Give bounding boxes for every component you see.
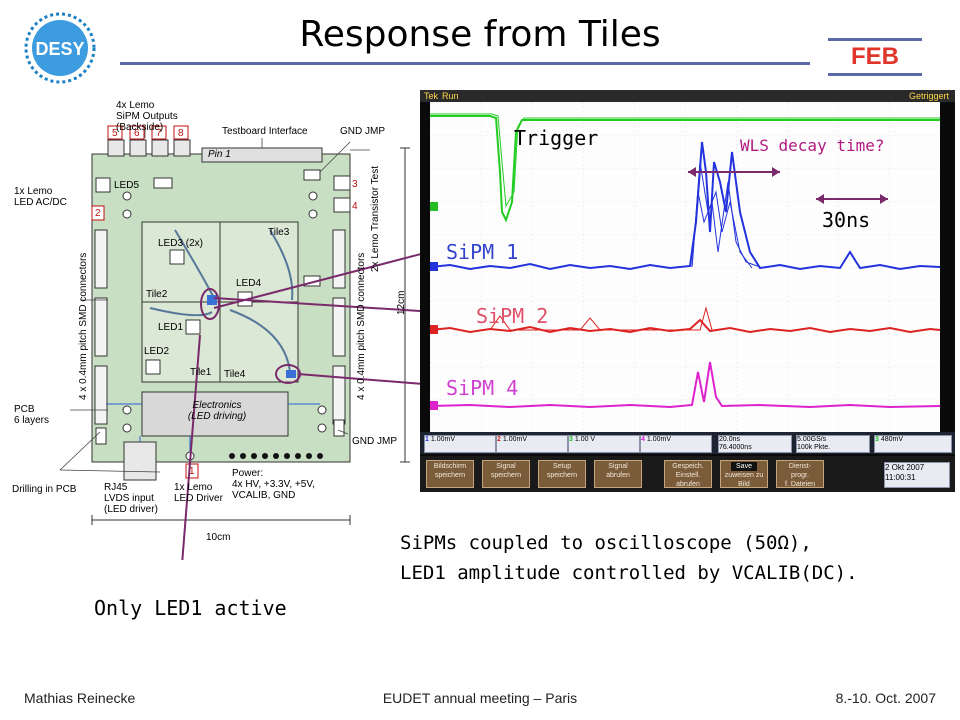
footer-date: 8.-10. Oct. 2007 (835, 690, 936, 706)
lemo-pin-6: 6 (134, 128, 140, 139)
smd-left-label: 4 x 0.4mm pitch SMD connectors (78, 252, 89, 400)
page-title: Response from Tiles (299, 14, 661, 55)
smd-right-label: 4 x 0.4mm pitch SMD connectors (356, 252, 367, 400)
lemo-pin-8: 8 (178, 128, 184, 139)
tile4-label: Tile4 (224, 369, 246, 380)
led4-label: LED4 (236, 278, 262, 289)
pin1b-label: 1 (189, 466, 195, 477)
drilling-label: Drilling in PCB (12, 484, 77, 495)
led5-label: LED5 (114, 180, 140, 191)
trigger-level-box: 3 480mV (874, 435, 952, 453)
pin1-label: Pin 1 (208, 149, 231, 160)
osc-waveform-area (429, 102, 941, 432)
caption-line2: LED1 amplitude controlled by VCALIB(DC). (400, 562, 858, 584)
osc-mode: Run (442, 91, 459, 101)
softkey-dienst[interactable]: Dienst-progr.f. Dateien (776, 460, 824, 488)
testboard-interface-label: Testboard Interface (222, 126, 308, 137)
sipm4-label: SiPM 4 (446, 376, 519, 400)
tile2-label: Tile2 (146, 289, 168, 300)
time30-annotation: 30ns (822, 208, 871, 232)
osc-status-bar: 1 1.00mV 2 1.00mV 3 1.00 V 4 1.00mV 20.0… (420, 432, 955, 454)
ch2-scale: 2 1.00mV (496, 435, 568, 453)
ch1-scale: 1 1.00mV (424, 435, 496, 453)
only-led1-label: Only LED1 active (94, 596, 287, 620)
dim-vertical-label: 12cm (396, 290, 407, 315)
sipm2-label: SiPM 2 (476, 304, 549, 328)
title-rule (120, 62, 810, 65)
sipm1-label: SiPM 1 (446, 240, 519, 264)
transistor-test-label: 2x Lemo Transistor Test (370, 166, 381, 272)
pin2-label: 2 (95, 208, 101, 219)
wls-arrow (688, 167, 780, 177)
trigger-annotation: Trigger (514, 126, 599, 150)
desy-logo: DESY (22, 10, 98, 86)
save-badge: Save (731, 462, 757, 471)
feb-badge: FEB (828, 38, 922, 76)
lemo-pin-5: 5 (112, 128, 118, 139)
pin3-label: 3 (352, 179, 358, 190)
tile1-label: Tile1 (190, 367, 212, 378)
led2-label: LED2 (144, 346, 170, 357)
logo-text: DESY (35, 39, 84, 59)
footer-author: Mathias Reinecke (24, 690, 136, 706)
feb-label: FEB (851, 43, 899, 70)
lemo-pin-7: 7 (156, 128, 162, 139)
time30-arrow (816, 194, 888, 204)
osc-top-bar: Tek Run Getriggert (420, 90, 955, 102)
ch4-scale: 4 1.00mV (640, 435, 712, 453)
gnd-jmp-top-label: GND JMP (340, 126, 385, 137)
osc-brand: Tek (424, 91, 439, 101)
caption-line1: SiPMs coupled to oscilloscope (50Ω), (400, 532, 812, 554)
footer-event: EUDET annual meeting – Paris (382, 690, 578, 706)
wls-annotation: WLS decay time? (740, 136, 885, 155)
osc-trigger-state: Getriggert (908, 91, 949, 101)
ch3-scale: 3 1.00 V (568, 435, 640, 453)
led3-label: LED3 (2x) (158, 238, 204, 249)
led1-label: LED1 (158, 322, 184, 333)
electronics-label: Electronics(LED driving) (187, 400, 247, 422)
gnd-jmp-bottom-label: GND JMP (352, 436, 397, 447)
pin4-label: 4 (352, 201, 358, 212)
dim-horizontal-label: 10cm (206, 532, 231, 543)
power-label: Power:4x HV, +3.3V, +5V,VCALIB, GND (232, 468, 315, 501)
oscilloscope-screen: Tek Run Getriggert (420, 90, 955, 492)
tile3-label: Tile3 (268, 227, 290, 238)
softkey-gespeich-einstell[interactable]: Gespeich.Einstell.abrufen (664, 460, 712, 488)
